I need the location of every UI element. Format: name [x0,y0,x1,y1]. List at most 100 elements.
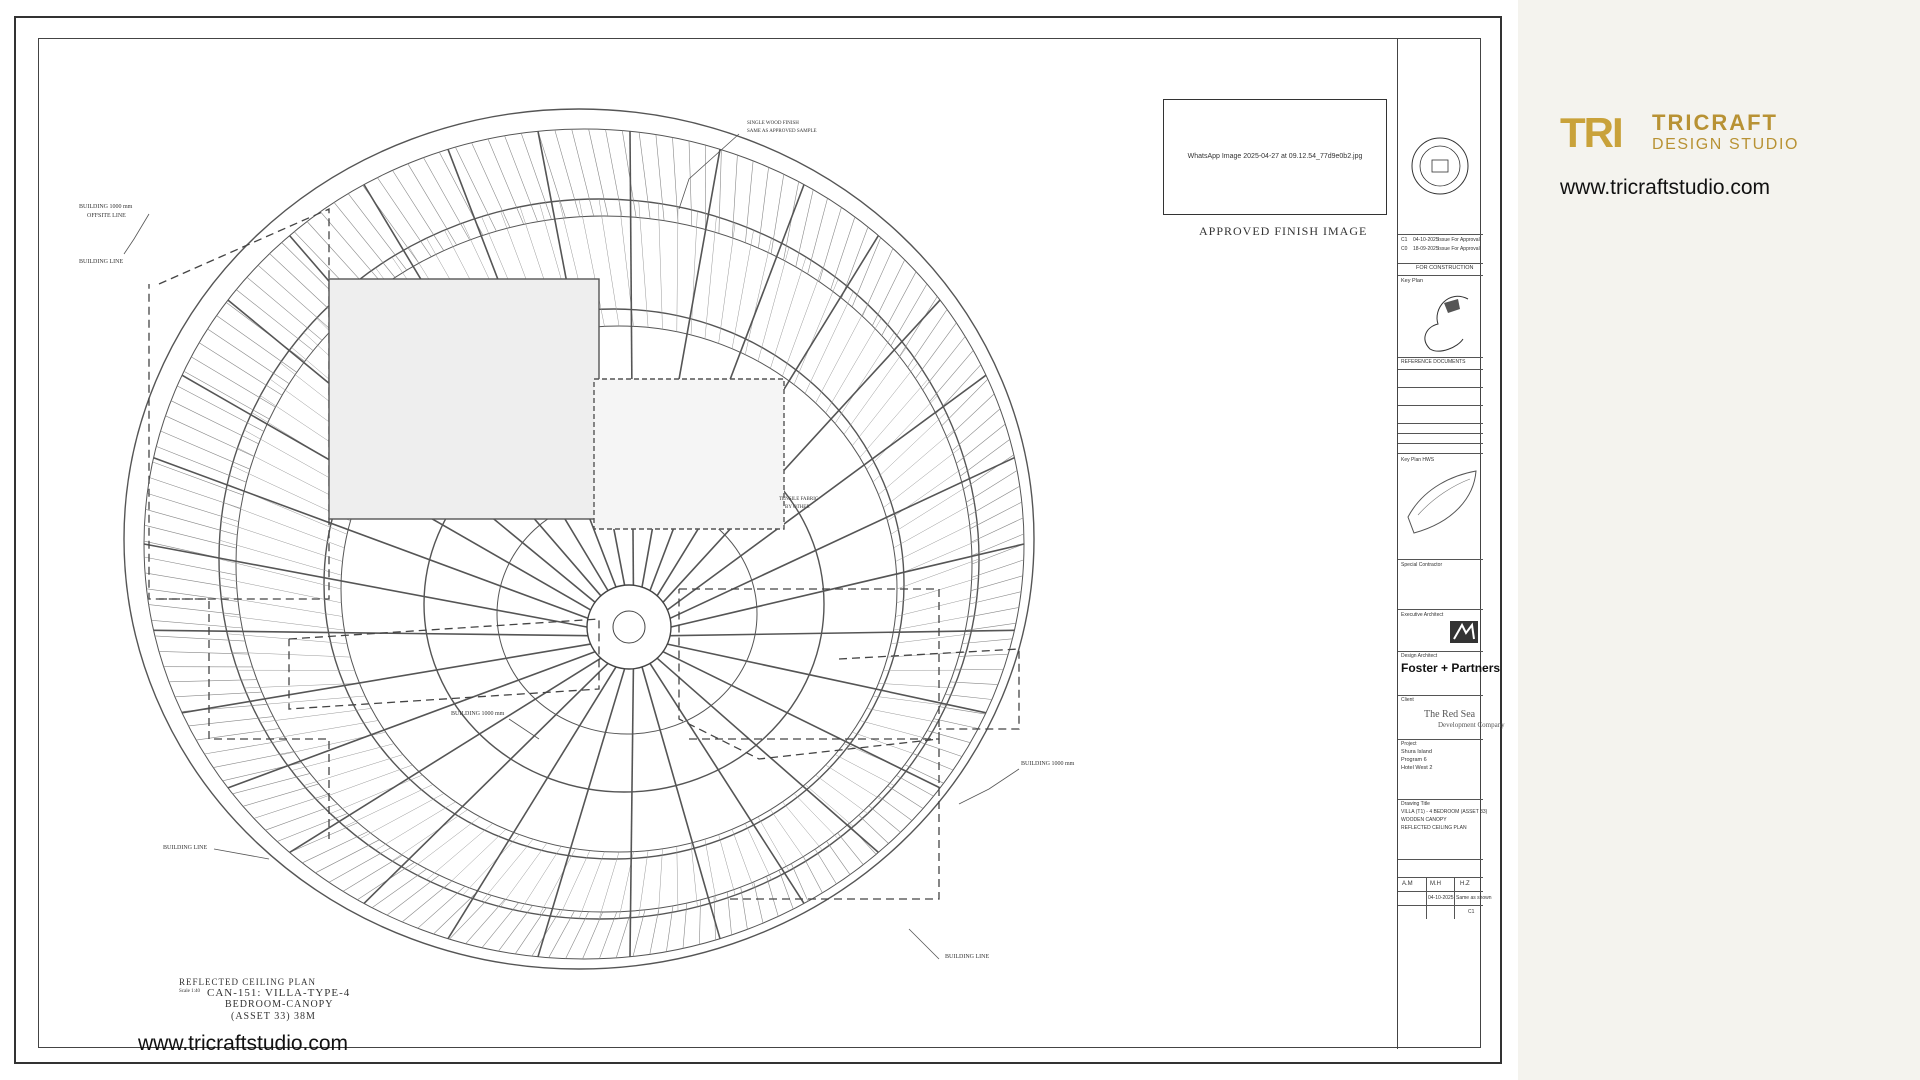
annotation-building-line-2: BUILDING LINE [163,845,208,851]
building-outline-4 [678,588,940,760]
project-line-2: Program 6 [1401,757,1427,763]
canopy-slat [246,276,323,341]
radial-beam [669,456,1015,620]
canopy-ring [123,108,1035,970]
canopy-slat [969,501,1022,530]
canopy-slat [554,129,580,217]
radial-beam [153,629,588,637]
canopy-slat [144,556,237,576]
canopy-slat [815,774,868,814]
canopy-slat [632,909,646,957]
canopy-slat [758,167,769,249]
leader-line [213,848,270,860]
tricraft-logo[interactable]: TRI TRICRAFT DESIGN STUDIO [1560,110,1900,156]
canopy-slat [782,801,823,851]
canopy-slat [920,741,962,757]
canopy-slat [638,850,649,918]
canopy-slat [183,370,270,420]
canopy-slat [896,539,979,576]
canopy-slat [971,517,1024,543]
drawing-title: REFLECTED CEILING PLAN [179,977,316,987]
radial-beam [662,650,941,789]
brand-name: TRICRAFT [1652,110,1778,135]
canopy-slat [328,847,391,883]
canopy-slat [852,362,918,446]
canopy-slat [347,193,408,271]
building-outline-6 [838,648,1020,730]
annotation-building-line-1: BUILDING LINE [79,259,124,265]
executive-architect-label: Executive Architect [1401,612,1444,618]
canopy-slat [819,207,842,282]
canopy-slat [408,816,481,871]
canopy-slat [330,774,423,814]
website-link[interactable]: www.tricraftstudio.com [1560,176,1771,199]
canopy-slat [191,356,276,408]
radial-beam [670,629,1015,637]
canopy-slat [956,423,1006,464]
canopy-slat [514,907,547,955]
approved-finish-title: APPROVED FINISH IMAGE [1199,224,1368,238]
canopy-slat [498,905,533,952]
canopy-slat [316,764,413,801]
canopy-slat [804,784,854,827]
reference-documents: REFERENCE DOCUMENTS [1401,359,1466,365]
canopy-slat [935,364,982,414]
canopy-slat [837,832,864,865]
canopy-slat [578,851,605,919]
watermark-url: www.tricraftstudio.com [138,1032,349,1055]
canopy-slat [757,247,790,362]
canopy-slat [868,805,901,833]
canopy-slat [866,395,938,470]
canopy-slat [386,874,440,916]
canopy-slat [423,157,470,241]
canopy-slat [598,198,620,327]
canopy-slat [165,415,255,457]
canopy-slat [825,317,882,414]
canopy-slat [791,863,809,902]
canopy-slat [843,347,907,435]
canopy-slat [219,577,342,604]
rev-2-desc: Issue For Approval [1438,246,1480,252]
canopy-slat [289,822,358,853]
canopy-slat [858,814,889,844]
project-label: Project [1401,741,1417,747]
canopy-slat [199,342,283,396]
foster-partners-logo: Foster + Partners [1401,661,1501,675]
canopy-slat [795,189,814,268]
canopy-slat [204,739,287,755]
canopy-slat [223,502,345,549]
radial-beam [670,543,1025,628]
canopy-slat [851,237,881,308]
canopy-slat [912,753,954,771]
canopy-slat [878,795,913,821]
leader-line [508,718,540,740]
canopy-slat [887,651,967,658]
canopy-slat [147,493,239,522]
canopy-slat [890,483,971,535]
canopy-slat [257,264,332,331]
tri-logo-mark: TRI [1560,109,1624,156]
leader-line [908,928,940,960]
canopy-slat [251,695,366,706]
canopy-slat [548,910,575,958]
canopy-slat [866,708,938,723]
annotation-building-offset-3: BUILDING 1000 mm [1021,761,1075,767]
canopy-slat [145,572,237,589]
canopy-slat [893,502,975,549]
canopy-slat [375,801,456,851]
canopy-slat [344,784,434,827]
leader-line [123,213,150,255]
canopy-slat [682,903,688,949]
canopy-slat [160,430,251,470]
canopy-slat [971,543,1025,565]
leader-line [678,133,740,210]
canopy-slat [899,296,938,357]
canopy-slat [915,322,957,379]
drawing-asset: (ASSET 33) 38M [231,1011,316,1022]
special-contractor-label: Special Contractor [1401,562,1443,568]
tensile-panel-1 [328,278,600,520]
drawing-code: CAN-151: VILLA-TYPE-4 [207,987,351,999]
central-column-core [612,610,646,644]
annotation-by-other: BY OTHER [785,505,810,510]
canopy-slat [177,385,264,432]
